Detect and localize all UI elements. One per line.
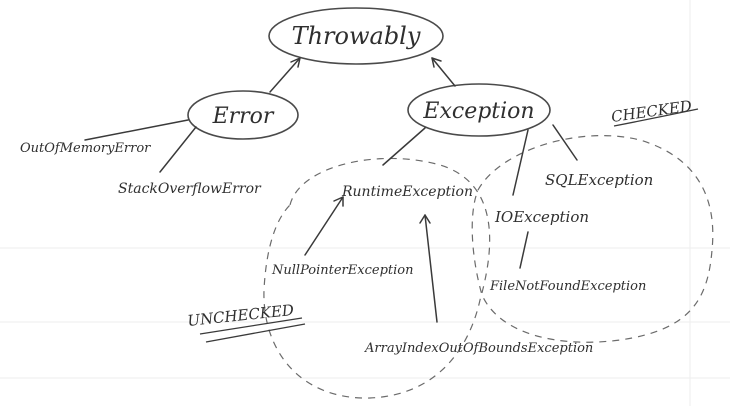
stack-overflow-error-label: StackOverflowError [118,181,262,197]
throwable-node-outline [268,7,444,65]
array-index-out-of-bounds-exception-label: ArrayIndexOutOfBoundsException [364,341,593,356]
checked-region [471,135,714,343]
unchecked-underline [199,317,303,335]
runtime-exception-label: RuntimeException [341,184,473,200]
exception-node-outline [407,83,551,137]
out-of-memory-error-label: OutOfMemoryError [20,141,151,156]
edges [84,57,578,323]
unchecked-underline-2 [205,323,306,343]
null-pointer-exception-label: NullPointerException [271,263,413,278]
throwable-label: Throwably [292,22,421,50]
checked-label: CHECKED [610,97,693,126]
error-label: Error [212,104,275,129]
unchecked-label: UNCHECKED [187,301,295,330]
unchecked-region [263,157,491,399]
checked-underline [613,108,699,127]
io-exception-label: IOException [494,208,589,226]
error-node-outline [187,90,299,140]
file-not-found-exception-label: FileNotFoundException [489,279,646,294]
exception-label: Exception [422,99,534,124]
sql-exception-label: SQLException [545,171,653,189]
